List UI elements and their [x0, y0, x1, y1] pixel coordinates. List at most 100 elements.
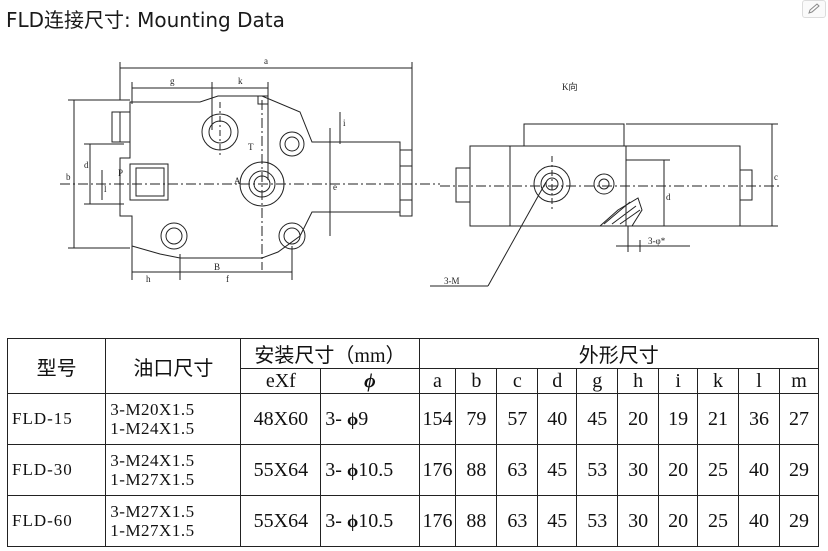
port-line-1: 3-M27X1.5 [110, 502, 195, 521]
model-cell: FLD-60 [6, 495, 107, 547]
port-line-1: 3-M24X1.5 [110, 451, 195, 470]
value-cell: 40 [738, 495, 780, 547]
view-direction-label: K向 [562, 81, 578, 92]
dim-h-label: h [146, 274, 151, 284]
dim-b-label: b [66, 172, 71, 182]
phi-cell: 3- ϕ10.5 [320, 444, 420, 496]
dim-l-label: l [104, 184, 107, 194]
header-col-g: g [576, 368, 619, 394]
header-port-size: 油口尺寸 [105, 338, 242, 394]
edit-icon[interactable] [802, 0, 826, 18]
model-cell: FLD-15 [6, 393, 107, 445]
value-cell: 176 [418, 495, 457, 547]
dim-i-label: i [343, 118, 346, 128]
port-line-2: 1-M27X1.5 [110, 470, 195, 489]
value-cell: 29 [778, 495, 820, 547]
header-model: 型号 [6, 338, 107, 394]
header-col-m: m [778, 368, 820, 394]
header-exf: eXf [240, 368, 322, 394]
value-cell: 63 [496, 495, 539, 547]
value-cell: 40 [738, 444, 780, 496]
header-col-c: c [496, 368, 539, 394]
value-cell: 154 [418, 393, 457, 445]
phi-value: 10.5 [358, 458, 394, 481]
header-install-size: 安装尺寸（mm） [240, 338, 420, 369]
value-cell: 57 [496, 393, 539, 445]
value-cell: 45 [537, 495, 578, 547]
value-cell: 63 [496, 444, 539, 496]
port-p-label: P [118, 168, 123, 178]
value-cell: 40 [537, 393, 578, 445]
model-cell: FLD-30 [6, 444, 107, 496]
value-cell: 53 [576, 495, 619, 547]
exf-cell: 55X64 [240, 495, 322, 547]
header-col-h: h [617, 368, 660, 394]
phi-symbol: ϕ [346, 459, 359, 480]
phi-symbol: ϕ [346, 510, 359, 531]
header-col-d: d [537, 368, 578, 394]
value-cell: 53 [576, 444, 619, 496]
value-cell: 88 [455, 444, 498, 496]
phi-symbol: ϕ [346, 408, 359, 429]
port-line-2: 1-M24X1.5 [110, 419, 195, 438]
header-outline-size: 外形尺寸 [418, 338, 820, 369]
header-col-i: i [658, 368, 699, 394]
mounting-data-table: 型号 油口尺寸 安装尺寸（mm） 外形尺寸 eXf ϕ a b c d g h … [6, 338, 820, 547]
value-cell: 19 [658, 393, 699, 445]
dim-f-label: f [226, 274, 229, 284]
value-cell: 29 [778, 444, 820, 496]
port-line-1: 3-M20X1.5 [110, 400, 195, 419]
thread-label: 3-M [444, 276, 460, 286]
phi-prefix: 3- [325, 458, 342, 481]
value-cell: 20 [658, 444, 699, 496]
exf-cell: 48X60 [240, 393, 322, 445]
value-cell: 20 [658, 495, 699, 547]
value-cell: 45 [576, 393, 619, 445]
value-cell: 20 [617, 393, 660, 445]
port-t-label: T [248, 142, 254, 152]
phi-cell: 3- ϕ10.5 [320, 495, 420, 547]
mounting-drawing: a g k b d e h f i l c d P A T B K向 3-M 3… [60, 56, 780, 287]
value-cell: 176 [418, 444, 457, 496]
header-col-a: a [418, 368, 457, 394]
value-cell: 30 [617, 495, 660, 547]
value-cell: 25 [697, 444, 739, 496]
value-cell: 21 [697, 393, 739, 445]
dim-e-label: e [333, 182, 337, 192]
header-col-k: k [697, 368, 739, 394]
value-cell: 45 [537, 444, 578, 496]
phi-prefix: 3- [325, 407, 342, 430]
phi-cell: 3- ϕ9 [320, 393, 420, 445]
exf-cell: 55X64 [240, 444, 322, 496]
page-title: FLD连接尺寸: Mounting Data [6, 8, 285, 32]
header-col-l: l [738, 368, 780, 394]
side-dim-d-label: d [666, 192, 671, 202]
value-cell: 36 [738, 393, 780, 445]
dim-a-label: a [264, 56, 268, 66]
value-cell: 27 [778, 393, 820, 445]
phi-value: 9 [358, 407, 369, 430]
port-line-2: 1-M27X1.5 [110, 521, 195, 540]
dim-g-label: g [170, 76, 175, 86]
value-cell: 25 [697, 495, 739, 547]
front-view [60, 62, 440, 280]
dim-d-label: d [84, 160, 89, 170]
value-cell: 30 [617, 444, 660, 496]
dim-c-label: c [774, 172, 778, 182]
side-view [430, 123, 780, 287]
port-b-label: B [214, 262, 220, 272]
dim-k-label: k [238, 76, 243, 86]
phi-value: 10.5 [358, 509, 394, 532]
value-cell: 88 [455, 495, 498, 547]
port-a-label: A [234, 176, 241, 186]
value-cell: 79 [455, 393, 498, 445]
phi-prefix: 3- [325, 509, 342, 532]
header-phi: ϕ [320, 368, 420, 394]
hole-diameter-label: 3-φ* [648, 236, 666, 246]
